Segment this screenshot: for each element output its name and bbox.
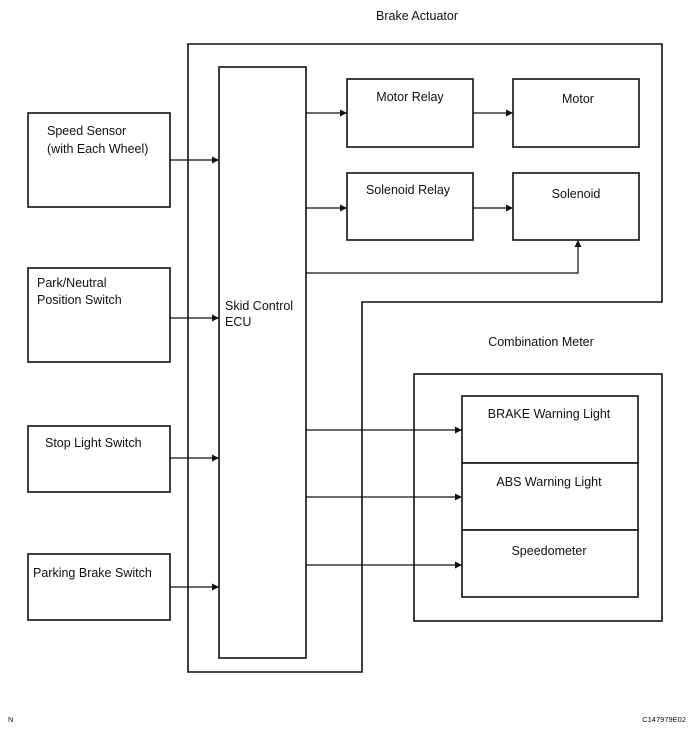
footer-left-code: N: [8, 715, 13, 724]
combination-meter-label: Combination Meter: [488, 335, 594, 349]
solenoid-label: Solenoid: [552, 187, 601, 201]
abs-warning-light-box: [461, 462, 639, 531]
brake-warning-light-label: BRAKE Warning Light: [488, 407, 611, 421]
park-neutral-switch-box: [27, 267, 171, 363]
parking-brake-switch-box: [27, 553, 171, 621]
park-neutral-label-line1: Park/Neutral: [37, 276, 106, 290]
ecu-label-line1: Skid Control: [225, 299, 293, 313]
footer-right-code: C147979E02: [642, 715, 686, 724]
stop-light-label: Stop Light Switch: [45, 436, 142, 450]
parking-brake-label: Parking Brake Switch: [33, 566, 152, 580]
ecu-to-solenoid-direct-arrow: [306, 240, 582, 274]
motor-box: [512, 78, 640, 148]
solenoid-relay-label: Solenoid Relay: [366, 183, 451, 197]
brake-warning-light-box: [461, 395, 639, 464]
speed-sensor-label-line2: (with Each Wheel): [47, 142, 148, 156]
ecu-label-line2: ECU: [225, 315, 251, 329]
solenoid-box: [512, 172, 640, 241]
stop-light-switch-box: [27, 425, 171, 493]
skid-control-ecu-box: [218, 66, 307, 659]
motor-label: Motor: [562, 92, 594, 106]
brake-actuator-label: Brake Actuator: [376, 9, 458, 23]
speedometer-label: Speedometer: [511, 544, 586, 558]
abs-warning-light-label: ABS Warning Light: [496, 475, 602, 489]
speedometer-box: [461, 529, 639, 598]
speed-sensor-label-line1: Speed Sensor: [47, 124, 126, 138]
park-neutral-label-line2: Position Switch: [37, 293, 122, 307]
solenoid-relay-box: [346, 172, 474, 241]
brake-actuator-outline: [187, 43, 663, 673]
motor-relay-label: Motor Relay: [376, 90, 444, 104]
